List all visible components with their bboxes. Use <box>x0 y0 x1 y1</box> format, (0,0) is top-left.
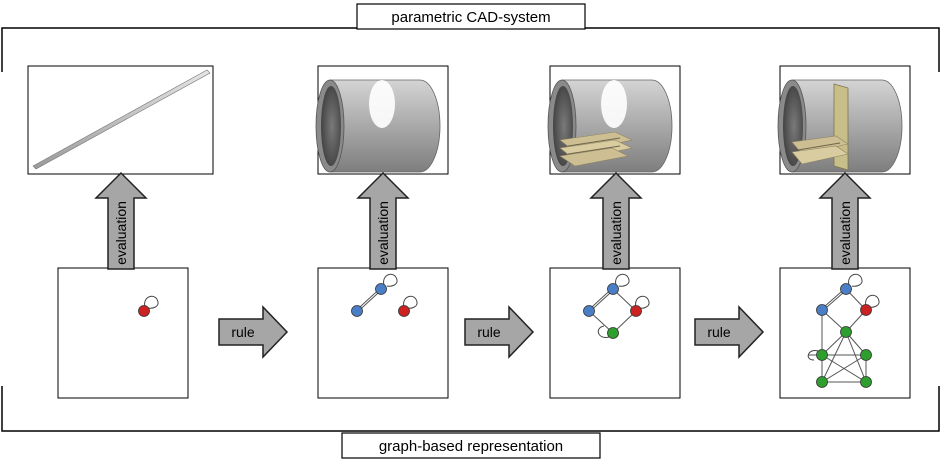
evaluation-arrow: evaluation <box>356 171 410 270</box>
stage-3 <box>547 65 681 399</box>
cad-view-2 <box>315 65 449 175</box>
node-red <box>860 304 872 316</box>
evaluation-arrow: evaluation <box>589 171 643 270</box>
rule-arrow: rule <box>694 305 765 359</box>
bottom-label: graph-based representation <box>379 438 563 455</box>
pipe-with-track-shape <box>547 79 673 173</box>
node-green <box>860 349 872 361</box>
node-red <box>138 305 150 317</box>
top-bracket <box>1 27 940 72</box>
pipe-shape <box>315 79 441 173</box>
node-green <box>816 349 828 361</box>
node-blue <box>351 305 363 317</box>
graph-view-3 <box>549 267 681 399</box>
rule-arrow: rule <box>218 305 289 359</box>
evaluation-label: evaluation <box>375 201 391 265</box>
node-green <box>840 326 852 338</box>
node-red <box>398 305 410 317</box>
evaluation-label: evaluation <box>837 201 853 265</box>
rule-arrow: rule <box>464 305 535 359</box>
bottom-label-box: graph-based representation <box>341 432 601 459</box>
rule-label: rule <box>231 324 255 340</box>
bottom-bracket <box>1 386 940 432</box>
evaluation-arrow: evaluation <box>94 171 148 270</box>
node-blue <box>816 304 828 316</box>
cad-view-1 <box>27 65 214 175</box>
stage-4 <box>777 65 911 399</box>
evaluation-label: evaluation <box>113 201 129 265</box>
graph-view-1 <box>57 267 189 399</box>
rule-label: rule <box>707 324 731 340</box>
self-loop <box>144 295 159 309</box>
node-green <box>607 327 619 339</box>
node-green <box>816 376 828 388</box>
evaluation-label: evaluation <box>608 201 624 265</box>
graph-view-2 <box>317 267 449 399</box>
cad-view-4 <box>777 65 911 175</box>
top-label: parametric CAD-system <box>391 9 550 26</box>
node-blue <box>840 283 852 295</box>
rule-label: rule <box>477 324 501 340</box>
top-label-box: parametric CAD-system <box>356 3 586 30</box>
evaluation-arrow: evaluation <box>818 171 872 270</box>
node-blue <box>607 283 619 295</box>
node-blue <box>583 305 595 317</box>
stage-2 <box>315 65 449 399</box>
pipe-with-wall-shape <box>777 79 903 173</box>
stage-1 <box>27 65 214 399</box>
cad-view-3 <box>547 65 681 175</box>
graph-view-4 <box>779 267 911 399</box>
node-green <box>860 376 872 388</box>
node-red <box>630 305 642 317</box>
node-blue <box>375 283 387 295</box>
rod-shape <box>32 69 211 170</box>
